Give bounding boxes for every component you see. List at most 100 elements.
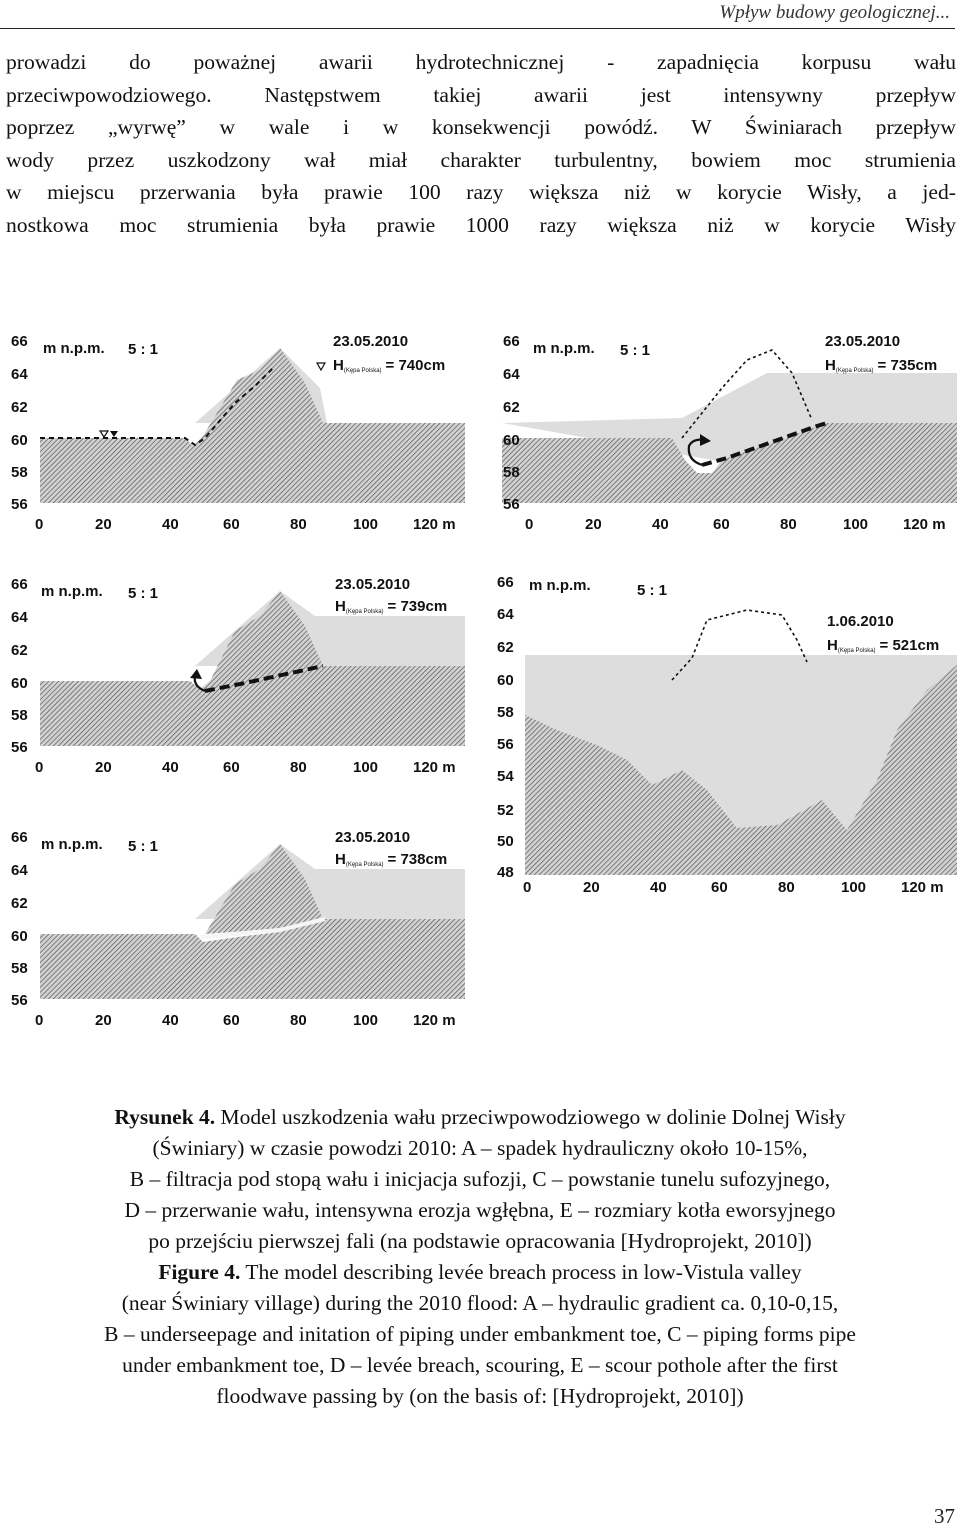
x-tick: 100 <box>353 516 378 533</box>
unit-label: m n.p.m. <box>43 340 105 357</box>
header-rule <box>0 28 955 29</box>
caption-line: Figure 4. The model describing levée bre… <box>0 1257 960 1288</box>
y-tick: 50 <box>497 833 514 850</box>
collapsed-tunnel <box>200 917 326 939</box>
y-tick: 60 <box>503 432 520 449</box>
x-tick: 40 <box>162 759 179 776</box>
former-levee-outline <box>671 609 808 681</box>
x-tick: 60 <box>223 516 240 533</box>
x-tick: 100 <box>841 879 866 896</box>
x-tick: 40 <box>650 879 667 896</box>
water-level-marker <box>110 431 118 437</box>
arrow-head <box>700 434 711 446</box>
caption-label-en: Figure 4. <box>158 1260 241 1284</box>
y-tick: 64 <box>11 862 28 879</box>
y-tick: 62 <box>503 399 520 416</box>
x-tick: 0 <box>525 516 533 533</box>
piping-tunnel <box>204 664 324 693</box>
unit-label: m n.p.m. <box>533 340 595 357</box>
x-tick: 80 <box>290 1012 307 1029</box>
x-tick: 20 <box>95 759 112 776</box>
y-tick: 56 <box>497 736 514 753</box>
caption-label-pl: Rysunek 4. <box>114 1105 216 1129</box>
panel-b: 66 64 62 60 58 56 0 20 40 60 80 100 120 … <box>502 328 957 533</box>
y-tick: 60 <box>11 432 28 449</box>
x-tick: 0 <box>35 1012 43 1029</box>
y-tick: 66 <box>497 574 514 591</box>
gauge-label: H(Kępa Polska)= 740cm <box>333 357 445 374</box>
gauge-label: H(Kępa Polska)= 735cm <box>825 357 937 374</box>
caption-line: (near Świniary village) during the 2010 … <box>121 1291 839 1315</box>
body-paragraph: prowadzi do poważnej awarii hydrotechnic… <box>6 46 956 241</box>
piping-tunnel <box>701 421 828 467</box>
x-tick: 100 <box>353 1012 378 1029</box>
y-tick: 52 <box>497 802 514 819</box>
date-label: 23.05.2010 <box>335 829 410 846</box>
x-tick: 0 <box>35 516 43 533</box>
y-tick: 62 <box>11 642 28 659</box>
x-tick: 40 <box>162 516 179 533</box>
x-tick: 80 <box>778 879 795 896</box>
y-tick: 66 <box>11 829 28 846</box>
scale-label: 5 : 1 <box>620 342 650 359</box>
water-area <box>525 655 957 830</box>
y-tick: 64 <box>11 609 28 626</box>
y-tick: 62 <box>497 639 514 656</box>
x-tick: 100 <box>843 516 868 533</box>
x-tick: 40 <box>652 516 669 533</box>
y-tick: 66 <box>11 333 28 350</box>
y-tick: 56 <box>503 496 520 513</box>
y-tick: 64 <box>11 366 28 383</box>
running-header: Wpływ budowy geologicznej... <box>719 2 950 23</box>
scour-bed <box>525 665 957 875</box>
x-tick: 120 m <box>413 1012 456 1029</box>
panel-e: 66 64 62 60 58 56 54 52 50 48 0 20 40 60… <box>497 570 957 896</box>
flow-arrow <box>687 438 706 467</box>
x-tick: 80 <box>780 516 797 533</box>
x-tick: 0 <box>523 879 531 896</box>
y-tick: 56 <box>11 496 28 513</box>
y-tick: 58 <box>11 707 28 724</box>
caption-text: The model describing levée breach proces… <box>245 1260 802 1284</box>
x-tick: 0 <box>35 759 43 776</box>
figure-caption: Rysunek 4. Model uszkodzenia wału przeci… <box>0 1102 960 1412</box>
x-tick: 40 <box>162 1012 179 1029</box>
panel-c: 66 64 62 60 58 56 0 20 40 60 80 100 120 … <box>11 571 465 776</box>
soil-and-levee <box>502 423 957 503</box>
x-tick: 20 <box>583 879 600 896</box>
water-level-marker <box>98 430 110 439</box>
date-label: 1.06.2010 <box>827 613 894 630</box>
unit-label: m n.p.m. <box>529 577 591 594</box>
body-line: w miejscu przerwania była prawie 100 raz… <box>6 180 956 204</box>
date-label: 23.05.2010 <box>335 576 410 593</box>
caption-text: Model uszkodzenia wału przeciwpowodziowe… <box>220 1105 846 1129</box>
arrow-head <box>190 669 202 679</box>
y-tick: 56 <box>11 992 28 1009</box>
x-tick: 60 <box>711 879 728 896</box>
body-line: wody przez uszkodzony wał miał charakter… <box>6 147 956 172</box>
date-label: 23.05.2010 <box>333 333 408 350</box>
x-tick: 60 <box>223 759 240 776</box>
caption-line: B – filtracja pod stopą wału i inicjacja… <box>129 1167 831 1191</box>
gauge-label: H(Kępa Polska)= 739cm <box>335 598 447 615</box>
panel-d: 66 64 62 60 58 56 0 20 40 60 80 100 120 … <box>11 824 465 1029</box>
caption-line: po przejściu pierwszej fali (na podstawi… <box>148 1229 812 1253</box>
y-tick: 64 <box>503 366 520 383</box>
y-tick: 60 <box>497 672 514 689</box>
y-tick: 64 <box>497 606 514 623</box>
page-number: 37 <box>934 1504 955 1528</box>
x-tick: 80 <box>290 759 307 776</box>
caption-line: under embankment toe, D – levée breach, … <box>122 1353 838 1377</box>
unit-label: m n.p.m. <box>41 583 103 600</box>
soil-and-levee <box>40 591 465 746</box>
y-tick: 54 <box>497 768 514 785</box>
body-line: nostkowa moc strumienia była prawie 1000… <box>6 212 956 237</box>
y-tick: 58 <box>503 464 520 481</box>
x-tick: 80 <box>290 516 307 533</box>
y-tick: 58 <box>11 464 28 481</box>
x-tick: 120 m <box>901 879 944 896</box>
caption-line: floodwave passing by (on the basis of: [… <box>216 1384 744 1408</box>
y-tick: 58 <box>497 704 514 721</box>
y-tick: 48 <box>497 864 514 881</box>
date-label: 23.05.2010 <box>825 333 900 350</box>
